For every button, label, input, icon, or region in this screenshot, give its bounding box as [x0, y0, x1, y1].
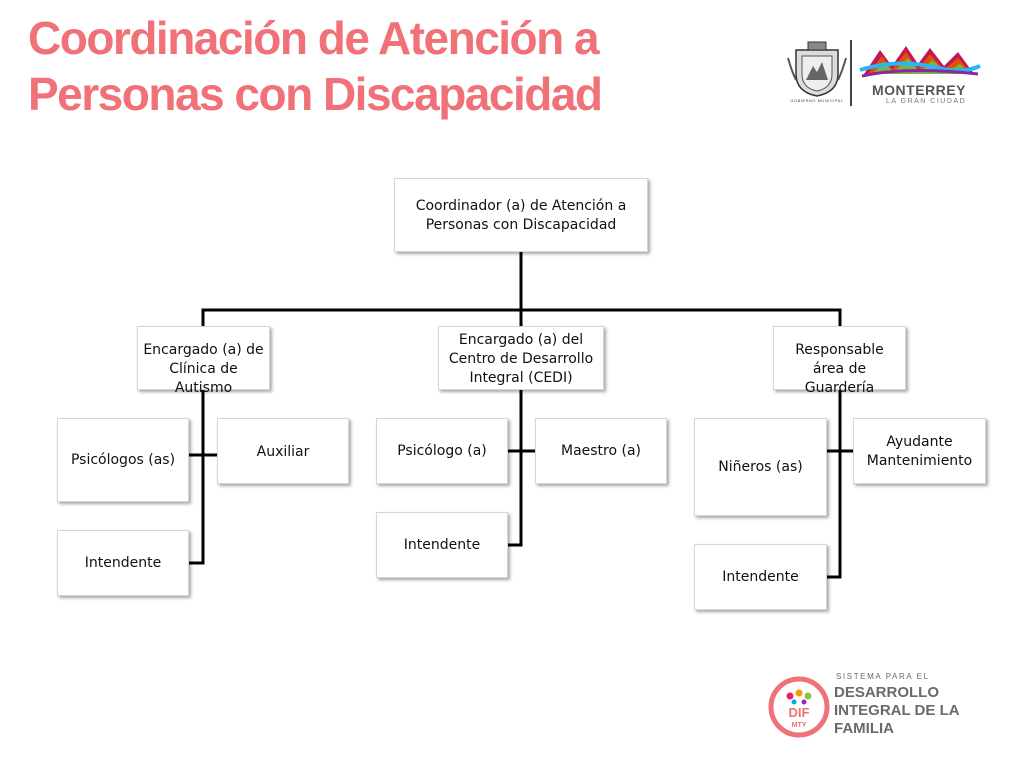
monterrey-tagline: LA GRAN CIUDAD	[886, 98, 967, 105]
node-nursery-janitor: Intendente	[694, 544, 827, 610]
dif-logo: DIF MTY	[768, 676, 830, 738]
node-autism-assistant: Auxiliar	[217, 418, 349, 484]
dif-wordmark-line-1: DESARROLLO	[834, 684, 939, 701]
node-autism-clinic-head: Encargado (a) de Clínica de Autismo	[137, 326, 270, 396]
dif-wordmark-line-2: INTEGRAL DE LA	[834, 702, 960, 719]
dif-mark: DIF	[789, 705, 810, 720]
node-nursery-nannies: Niñeros (as)	[694, 418, 827, 516]
municipal-caption: GOBIERNO MUNICIPAL	[790, 98, 844, 103]
node-nursery-maintenance: Ayudante Mantenimiento	[853, 418, 986, 484]
node-nursery-head: Responsable área de Guardería	[773, 326, 906, 396]
node-cedi-psychologist: Psicólogo (a)	[376, 418, 508, 484]
municipal-seal-logo: GOBIERNO MUNICIPAL	[786, 40, 848, 110]
dif-wordmark-line-3: FAMILIA	[834, 720, 894, 737]
node-cedi-teacher: Maestro (a)	[535, 418, 667, 484]
page-title: Coordinación de Atención a Personas con …	[28, 10, 603, 122]
page-title-line-2: Personas con Discapacidad	[28, 68, 603, 120]
dif-wordmark: DESARROLLO INTEGRAL DE LA FAMILIA	[834, 684, 960, 738]
node-coordinator: Coordinador (a) de Atención a Personas c…	[394, 178, 648, 252]
node-autism-psychologists: Psicólogos (as)	[57, 418, 189, 502]
node-autism-janitor: Intendente	[57, 530, 189, 596]
dif-small-caption: SISTEMA PARA EL	[836, 672, 930, 681]
monterrey-wordmark: MONTERREY	[872, 82, 966, 98]
node-cedi-janitor: Intendente	[376, 512, 508, 578]
page-title-line-1: Coordinación de Atención a	[28, 12, 600, 64]
node-cedi-head: Encargado (a) del Centro de Desarrollo I…	[438, 326, 604, 390]
logo-divider	[850, 40, 852, 106]
dif-mark-sub: MTY	[792, 722, 807, 729]
monterrey-logo: MONTERREY LA GRAN CIUDAD	[858, 40, 983, 110]
